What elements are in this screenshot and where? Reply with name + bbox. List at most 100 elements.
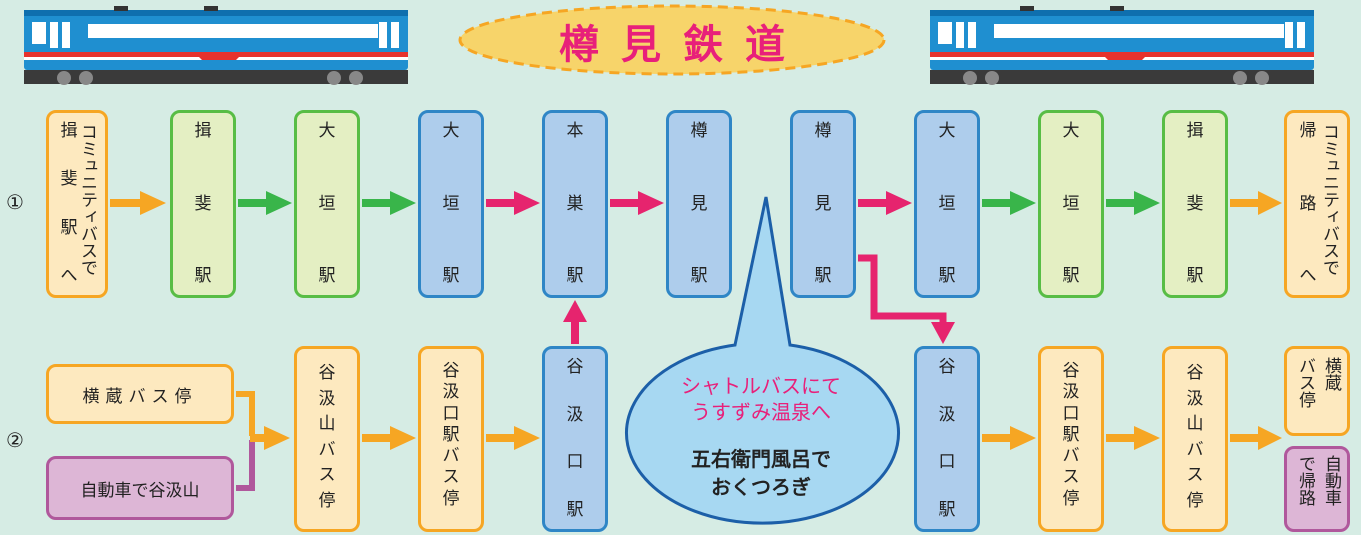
char: 大 [318, 121, 336, 141]
station-tarumi-1: 樽見駅 [666, 110, 732, 298]
char: 汲 [566, 404, 584, 425]
end-car-col-right: 自動車 [1321, 455, 1341, 506]
char: 谷 [442, 361, 460, 381]
arrow-green-4 [1106, 191, 1160, 215]
char: 山 [1186, 414, 1204, 434]
char: 垣 [442, 193, 460, 214]
char: 駅 [318, 266, 336, 286]
char: 大 [1062, 121, 1080, 141]
station-ibi-2: 揖斐駅 [1162, 110, 1228, 298]
merge-connector [236, 391, 290, 491]
end-yokokura-bus-stop: 横蔵 バス停 [1284, 346, 1350, 436]
char: 口 [1062, 403, 1080, 424]
char: 垣 [938, 193, 956, 214]
char: 口 [938, 452, 956, 473]
end-car-box: 自動車 で帰路 [1284, 446, 1350, 532]
char: 見 [814, 193, 832, 214]
char: 汲 [318, 388, 336, 409]
char: 斐 [1186, 193, 1204, 214]
end-bus-col-left: バス停 [1295, 357, 1315, 408]
char: 駅 [60, 217, 78, 238]
stop-tanigumisan-bus-1: 谷汲山バス停 [294, 346, 360, 532]
char: 大 [442, 121, 460, 141]
page-title: 樽見鉄道 [559, 22, 807, 68]
char: 山 [318, 414, 336, 434]
row-label-1: ① [6, 190, 24, 214]
char: 谷 [1186, 363, 1204, 383]
char: 駅 [938, 499, 956, 520]
char: 駅 [442, 266, 460, 286]
station-motosu: 本巣駅 [542, 110, 608, 298]
bubble-line-4: おくつろぎ [711, 475, 811, 499]
origin-car-box: 自動車で谷汲山 [46, 456, 234, 520]
char: 帰 [1299, 121, 1317, 141]
stop-tanigumisan-bus-2: 谷汲山バス停 [1162, 346, 1228, 532]
char: 駅 [566, 266, 584, 286]
bubble-line-1: シャトルバスにて [681, 374, 841, 398]
arrow-orange-4 [486, 426, 540, 450]
char: 揖 [60, 121, 78, 141]
char: 垣 [318, 193, 336, 214]
row1-end-note: コミュニティバスで [1319, 123, 1339, 276]
origin-car-label: 自動車で谷汲山 [80, 480, 200, 501]
arrow-orange-3 [362, 426, 416, 450]
char: 樽 [814, 121, 832, 141]
arrow-orange-5 [982, 426, 1036, 450]
char: 大 [938, 121, 956, 141]
station-ogaki-2: 大垣駅 [418, 110, 484, 298]
arrow-green-1 [238, 191, 292, 215]
char: ス [318, 465, 336, 485]
origin-bus-label: 横蔵バス停 [82, 386, 198, 407]
station-tanigumiguchi-2: 谷汲口駅 [914, 346, 980, 532]
stop-tanigumiguchi-bus-1: 谷汲口駅バス停 [418, 346, 484, 532]
char: 汲 [938, 404, 956, 425]
char: 停 [1186, 490, 1204, 511]
char: 駅 [1062, 424, 1080, 445]
char: 口 [442, 403, 460, 424]
char: 斐 [60, 169, 78, 190]
char: 斐 [194, 193, 212, 214]
char: 谷 [938, 357, 956, 377]
speech-bubble [625, 196, 900, 525]
char: 口 [566, 452, 584, 473]
arrow-orange-1 [110, 191, 166, 215]
row1-start-box: コミュニティバスで 揖 斐 駅 へ [46, 110, 108, 298]
arrow-pink-1 [486, 191, 540, 215]
char: バ [1062, 446, 1080, 466]
char: 垣 [1062, 193, 1080, 214]
station-tarumi-2: 樽見駅 [790, 110, 856, 298]
arrow-orange-7 [1230, 426, 1282, 450]
char: 見 [690, 193, 708, 214]
row1-end-box: コミュニティバスで 帰 路 へ [1284, 110, 1350, 298]
arrow-pink-3 [858, 191, 912, 215]
char: 駅 [814, 266, 832, 286]
char: 駅 [566, 499, 584, 520]
origin-yokokura-bus-stop: 横蔵バス停 [46, 364, 234, 424]
char: 駅 [690, 266, 708, 286]
arrow-elbow-pink [858, 254, 955, 344]
row1-end-label: 帰 路 へ [1269, 123, 1347, 285]
arrow-up-pink [563, 300, 587, 344]
char: 谷 [1062, 361, 1080, 381]
char: 停 [318, 490, 336, 511]
char: 停 [1062, 488, 1080, 509]
char: 駅 [1062, 266, 1080, 286]
char: 路 [1299, 193, 1317, 214]
bubble-line-2: うすずみ温泉へ [691, 400, 831, 424]
char: 谷 [566, 357, 584, 377]
char: へ [1299, 266, 1317, 286]
station-ogaki-1: 大垣駅 [294, 110, 360, 298]
title-ellipse [458, 4, 886, 76]
char: 駅 [1186, 266, 1204, 286]
char: 汲 [1062, 382, 1080, 403]
char: バ [1186, 439, 1204, 460]
char: 樽 [690, 121, 708, 141]
char: 駅 [938, 266, 956, 286]
station-ogaki-3: 大垣駅 [914, 110, 980, 298]
char: 本 [566, 121, 584, 141]
char: 汲 [1186, 388, 1204, 409]
arrow-pink-2 [610, 191, 664, 215]
row1-start-note: コミュニティバスで [77, 123, 97, 276]
